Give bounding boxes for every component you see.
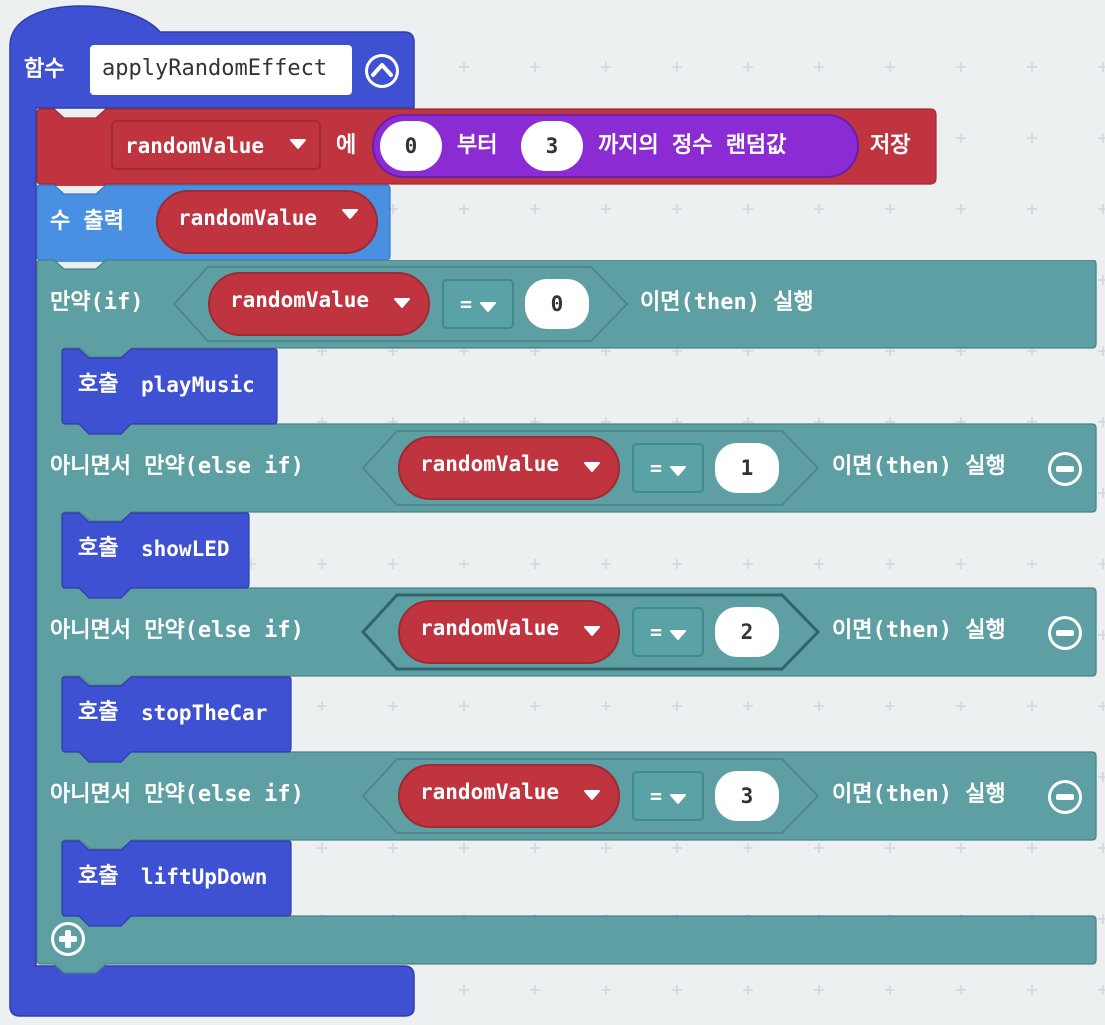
else-if-label: 아니면서 만약(else if)	[50, 618, 304, 643]
call-function-name: playMusic	[141, 373, 255, 397]
show-number-label: 수 출력	[50, 209, 124, 234]
plus-circle-icon[interactable]	[48, 919, 88, 959]
operator-label: =	[649, 456, 663, 480]
caret-down-icon	[584, 790, 600, 800]
call-keyword: 호출	[78, 864, 119, 889]
random-to-input[interactable]: 3	[521, 121, 583, 171]
call-keyword: 호출	[78, 536, 119, 561]
minus-circle-icon[interactable]	[1045, 777, 1085, 817]
set-variable-dropdown[interactable]	[111, 120, 321, 170]
function-name-input[interactable]: applyRandomEffect	[90, 45, 352, 95]
caret-down-icon	[670, 465, 687, 476]
minus-circle-icon[interactable]	[1045, 613, 1085, 653]
else-if-label: 아니면서 만약(else if)	[50, 782, 304, 807]
compare-operator-dropdown[interactable]: =	[632, 771, 704, 821]
compare-operator-dropdown[interactable]: =	[632, 443, 704, 493]
set-to-label: 에	[336, 133, 357, 158]
compare-variable[interactable]: randomValue	[398, 436, 620, 500]
minus-circle-icon[interactable]	[1045, 449, 1085, 489]
random-label: 까지의 정수 랜덤값	[598, 133, 787, 158]
compare-operator-dropdown[interactable]: =	[632, 607, 704, 657]
operator-label: =	[649, 784, 663, 808]
if-label: 만약(if)	[50, 290, 144, 315]
then-label: 이면(then) 실행	[640, 290, 814, 315]
call-function-block[interactable]	[61, 676, 295, 766]
then-label: 이면(then) 실행	[832, 782, 1006, 807]
operator-label: =	[649, 620, 663, 644]
compare-variable[interactable]: randomValue	[398, 764, 620, 828]
compare-value-input[interactable]: 1	[715, 443, 779, 493]
set-variable-name: randomValue	[125, 134, 265, 158]
then-label: 이면(then) 실행	[832, 454, 1006, 479]
caret-down-icon	[290, 139, 306, 149]
caret-down-icon	[670, 629, 687, 640]
call-function-name: stopTheCar	[141, 701, 268, 725]
caret-down-icon	[480, 301, 497, 312]
random-from-input[interactable]: 0	[380, 121, 442, 171]
caret-down-icon	[342, 209, 358, 219]
call-function-block[interactable]	[61, 512, 253, 602]
call-function-name: liftUpDown	[141, 865, 268, 889]
random-int-block[interactable]	[372, 114, 859, 178]
compare-variable[interactable]: randomValue	[208, 272, 430, 336]
compare-value-input[interactable]: 3	[715, 771, 779, 821]
call-function-block[interactable]	[61, 348, 281, 438]
caret-down-icon	[670, 793, 687, 804]
caret-down-icon	[394, 298, 410, 308]
random-from-label: 부터	[457, 133, 498, 158]
caret-down-icon	[584, 626, 600, 636]
call-keyword: 호출	[78, 700, 119, 725]
caret-down-icon	[584, 462, 600, 472]
chevron-up-circle-icon[interactable]	[362, 51, 402, 91]
function-block[interactable]	[0, 0, 430, 1025]
operator-label: =	[459, 292, 473, 316]
call-function-name: showLED	[141, 537, 230, 561]
show-number-variable[interactable]: randomValue	[156, 190, 378, 254]
set-store-label: 저장	[870, 133, 911, 158]
call-function-block[interactable]	[61, 840, 295, 930]
function-keyword: 함수	[24, 57, 65, 82]
else-if-label: 아니면서 만약(else if)	[50, 454, 304, 479]
compare-variable[interactable]: randomValue	[398, 600, 620, 664]
then-label: 이면(then) 실행	[832, 618, 1006, 643]
compare-value-input[interactable]: 0	[525, 279, 589, 329]
compare-value-input[interactable]: 2	[715, 607, 779, 657]
call-keyword: 호출	[78, 372, 119, 397]
compare-operator-dropdown[interactable]: =	[442, 279, 514, 329]
